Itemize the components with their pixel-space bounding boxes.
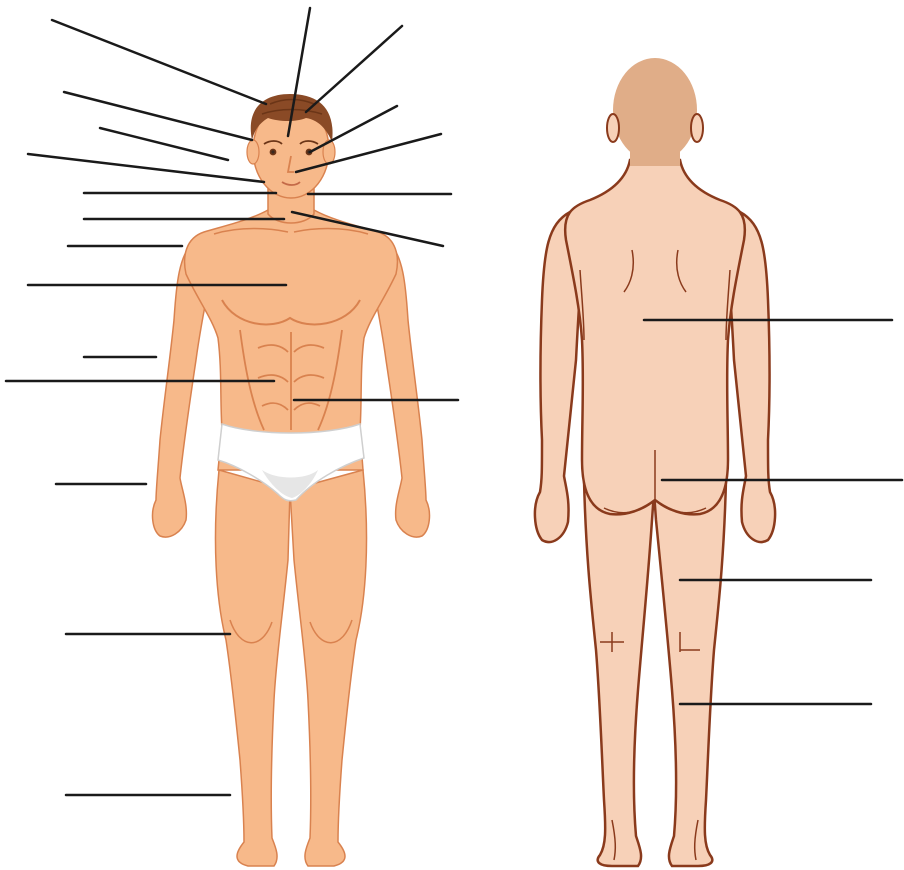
back-right-ear [691, 114, 703, 142]
leader-line [100, 128, 228, 160]
leader-line [306, 26, 402, 112]
back-body [535, 58, 775, 866]
front-right-leg [215, 470, 290, 866]
leader-line [28, 154, 264, 182]
leader-line [52, 20, 266, 104]
front-body [153, 94, 430, 866]
back-left-leg [584, 480, 654, 866]
back-neck [630, 140, 680, 166]
back-left-ear [607, 114, 619, 142]
front-right-ear [247, 140, 259, 164]
leader-line [64, 92, 252, 140]
front-left-leg [290, 470, 367, 866]
back-right-leg [654, 480, 726, 866]
